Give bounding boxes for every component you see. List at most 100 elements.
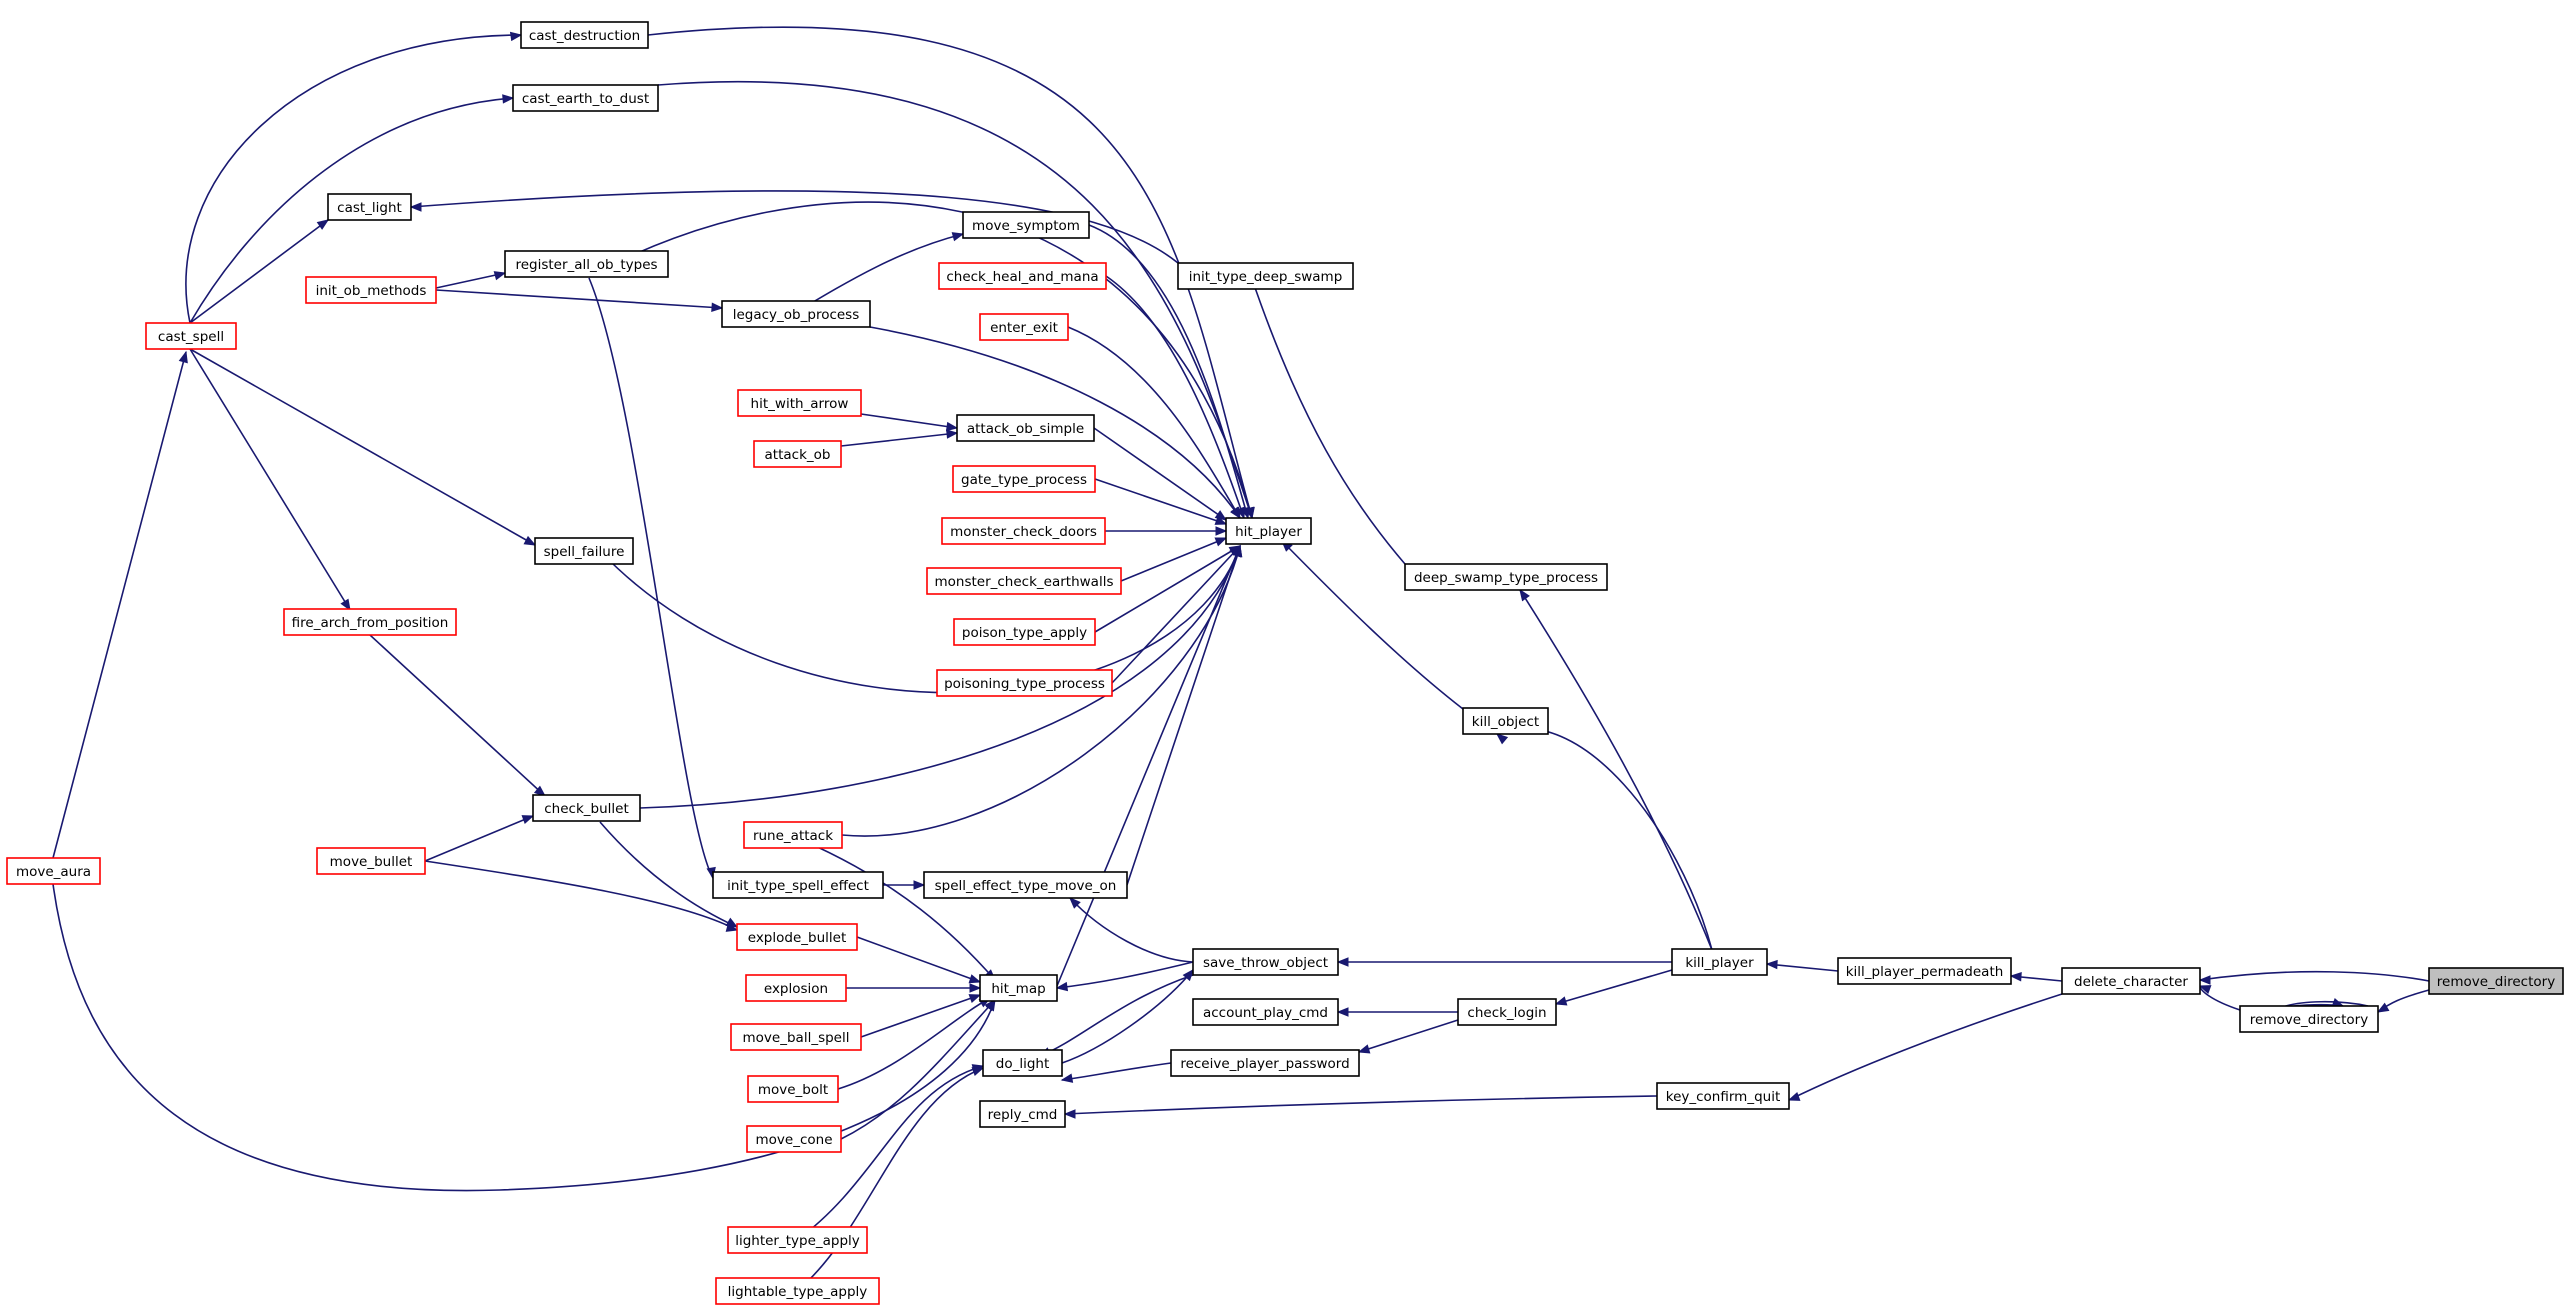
arrowhead-icon	[985, 998, 996, 1012]
function-node-move-cone[interactable]: move_cone	[746, 1125, 842, 1153]
arrowhead-icon	[521, 815, 535, 825]
call-edge	[189, 348, 537, 546]
node-label: gate_type_process	[961, 472, 1087, 488]
call-edge	[435, 271, 507, 289]
node-box	[6, 857, 101, 885]
function-node-enter-exit[interactable]: enter_exit	[979, 313, 1069, 341]
function-node-check-heal-and-mana[interactable]: check_heal_and_mana	[938, 262, 1107, 290]
arrowhead-icon	[1214, 510, 1228, 521]
node-label: move_aura	[16, 864, 91, 880]
arrowhead-icon	[1244, 506, 1254, 520]
function-node-key-confirm-quit[interactable]: key_confirm_quit	[1656, 1082, 1790, 1110]
node-label: spell_effect_type_move_on	[935, 878, 1117, 894]
function-node-init-type-spell-effect[interactable]: init_type_spell_effect	[712, 871, 884, 899]
node-label: kill_object	[1472, 714, 1539, 730]
function-node-move-bullet[interactable]: move_bullet	[316, 847, 426, 875]
function-node-gate-type-process[interactable]: gate_type_process	[952, 465, 1096, 493]
function-node-register-all-ob-types[interactable]: register_all_ob_types	[504, 250, 669, 278]
node-box	[743, 821, 843, 849]
node-label: key_confirm_quit	[1666, 1089, 1781, 1105]
function-node-poison-type-apply[interactable]: poison_type_apply	[953, 618, 1096, 646]
arrowhead-icon	[2198, 975, 2211, 985]
function-node-move-symptom[interactable]: move_symptom	[962, 211, 1090, 239]
function-node-delete-character[interactable]: delete_character	[2061, 967, 2201, 995]
call-edge	[1765, 959, 1839, 972]
call-edge	[1111, 544, 1241, 684]
arrowhead-icon	[1214, 515, 1228, 525]
node-label: monster_check_doors	[950, 524, 1097, 540]
function-node-cast-earth-to-dust[interactable]: cast_earth_to_dust	[512, 84, 659, 112]
arrowhead-icon	[2198, 985, 2212, 995]
function-node-lightable-type-apply[interactable]: lightable_type_apply	[715, 1277, 880, 1305]
function-node-rune-attack[interactable]: rune_attack	[743, 821, 843, 849]
node-label: check_bullet	[544, 801, 629, 817]
arrowhead-icon	[509, 31, 523, 42]
function-node-move-ball-spell[interactable]: move_ball_spell	[730, 1023, 862, 1051]
function-node-hit-player[interactable]: hit_player	[1225, 517, 1312, 545]
function-node-lighter-type-apply[interactable]: lighter_type_apply	[727, 1226, 868, 1254]
node-label: check_login	[1467, 1005, 1546, 1021]
function-node-legacy-ob-process[interactable]: legacy_ob_process	[721, 300, 871, 328]
call-edge	[369, 634, 547, 797]
function-node-attack-ob[interactable]: attack_ob	[753, 440, 842, 468]
function-node-kill-player-permadeath[interactable]: kill_player_permadeath	[1837, 957, 2012, 985]
node-box	[727, 1226, 868, 1254]
call-edge	[1336, 957, 1672, 967]
function-node-explosion[interactable]: explosion	[745, 974, 847, 1002]
function-node-poisoning-type-process[interactable]: poisoning_type_process	[936, 669, 1113, 697]
function-node-do-light[interactable]: do_light	[982, 1049, 1063, 1077]
function-node-hit-with-arrow[interactable]: hit_with_arrow	[737, 389, 862, 417]
function-node-kill-object[interactable]: kill_object	[1462, 707, 1549, 735]
node-label: save_throw_object	[1203, 955, 1328, 971]
function-node-cast-destruction[interactable]: cast_destruction	[520, 21, 649, 49]
function-node-account-play-cmd[interactable]: account_play_cmd	[1192, 998, 1339, 1026]
arrowhead-icon	[951, 232, 965, 242]
function-node-move-bolt[interactable]: move_bolt	[747, 1075, 839, 1103]
node-box	[1192, 948, 1339, 976]
node-box	[512, 84, 659, 112]
function-node-init-type-deep-swamp[interactable]: init_type_deep_swamp	[1177, 262, 1354, 290]
function-node-monster-check-earthwalls[interactable]: monster_check_earthwalls	[926, 567, 1122, 595]
function-node-reply-cmd[interactable]: reply_cmd	[979, 1100, 1066, 1128]
node-label: cast_spell	[158, 329, 224, 345]
arrowhead-icon	[969, 983, 982, 993]
function-node-monster-check-doors[interactable]: monster_check_doors	[941, 517, 1106, 545]
node-box	[1462, 707, 1549, 735]
function-node-remove-directory-root[interactable]: remove_directory	[2428, 967, 2564, 995]
node-box	[730, 1023, 862, 1051]
node-box	[737, 389, 862, 417]
function-node-check-bullet[interactable]: check_bullet	[532, 794, 641, 822]
function-node-explode-bullet[interactable]: explode_bullet	[736, 923, 858, 951]
node-label: remove_directory	[2250, 1012, 2368, 1028]
function-node-cast-spell[interactable]: cast_spell	[145, 322, 237, 350]
arrowhead-icon	[409, 202, 422, 212]
node-box	[1656, 1082, 1790, 1110]
node-box	[327, 193, 412, 221]
function-node-deep-swamp-type-process[interactable]: deep_swamp_type_process	[1404, 563, 1608, 591]
call-edge	[409, 190, 1179, 264]
function-node-check-login[interactable]: check_login	[1457, 998, 1557, 1026]
function-node-receive-player-password[interactable]: receive_player_password	[1170, 1049, 1360, 1077]
function-node-cast-light[interactable]: cast_light	[327, 193, 412, 221]
function-node-fire-arch-from-position[interactable]: fire_arch_from_position	[283, 608, 457, 636]
node-box	[2061, 967, 2201, 995]
function-node-save-throw-object[interactable]: save_throw_object	[1192, 948, 1339, 976]
node-label: kill_player	[1685, 955, 1754, 971]
node-box	[715, 1277, 880, 1305]
arrowhead-icon	[1182, 968, 1194, 982]
call-edge	[846, 983, 982, 993]
function-node-remove-directory[interactable]: remove_directory	[2239, 1005, 2379, 1033]
function-node-kill-player[interactable]: kill_player	[1671, 948, 1768, 976]
arrowhead-icon	[493, 271, 507, 281]
function-node-spell-effect-type-move-on[interactable]: spell_effect_type_move_on	[923, 871, 1128, 899]
function-node-spell-failure[interactable]: spell_failure	[534, 537, 634, 565]
function-node-hit-map[interactable]: hit_map	[979, 974, 1058, 1002]
call-edge	[424, 860, 739, 932]
function-node-init-ob-methods[interactable]: init_ob_methods	[305, 276, 437, 304]
function-node-attack-ob-simple[interactable]: attack_ob_simple	[956, 414, 1095, 442]
node-box	[534, 537, 634, 565]
node-box	[316, 847, 426, 875]
function-node-move-aura[interactable]: move_aura	[6, 857, 101, 885]
node-label: spell_failure	[544, 544, 625, 560]
node-box	[1457, 998, 1557, 1026]
